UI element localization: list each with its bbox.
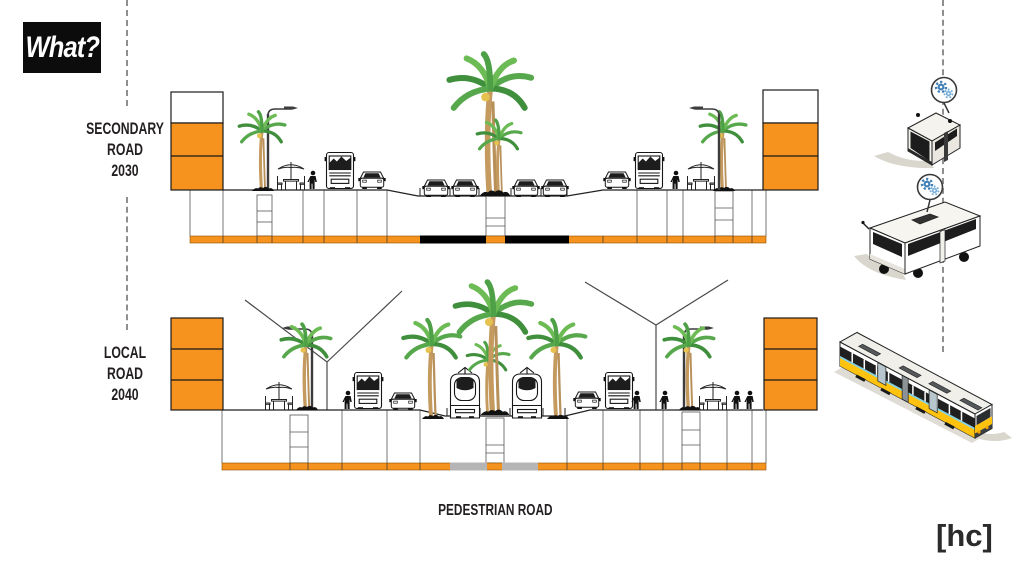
bus-body bbox=[861, 201, 982, 278]
bus-icon bbox=[633, 151, 665, 190]
tree-roots-icon bbox=[713, 186, 735, 191]
bus-icon bbox=[324, 151, 356, 190]
label-line: 2040 bbox=[111, 385, 139, 404]
building-left bbox=[170, 91, 224, 191]
person-icon bbox=[307, 170, 317, 189]
palm-tree-icon bbox=[279, 322, 333, 412]
car-icon bbox=[540, 179, 570, 198]
badge-stem bbox=[943, 102, 950, 114]
person-icon bbox=[731, 390, 741, 409]
autonomous-shuttle-icon bbox=[874, 68, 962, 169]
building-left bbox=[170, 317, 224, 411]
bus-icon bbox=[603, 371, 635, 410]
tram-front-icon bbox=[511, 366, 543, 419]
vehicle-shadow bbox=[874, 152, 934, 169]
tree-roots-icon bbox=[252, 186, 274, 191]
building-right bbox=[763, 317, 818, 411]
bus-icon bbox=[352, 371, 384, 410]
gears-icon bbox=[918, 175, 943, 200]
person-icon bbox=[744, 390, 754, 409]
tram-front-icon bbox=[449, 366, 481, 419]
cross-section-local-road-2040 bbox=[170, 272, 818, 471]
section-label-secondary-road-2030: SECONDARY ROAD 2030 bbox=[55, 118, 195, 181]
building-right bbox=[762, 89, 819, 191]
section-label-local-road-2040: LOCAL ROAD 2040 bbox=[55, 342, 195, 405]
tree-roots-icon bbox=[679, 405, 701, 410]
label-line: 2030 bbox=[111, 161, 139, 180]
underground-structure bbox=[189, 190, 767, 237]
street-lamp-icon bbox=[266, 105, 300, 192]
badge-stem bbox=[926, 199, 931, 213]
label-line: ROAD bbox=[106, 364, 144, 383]
cross-section-secondary-road-2030 bbox=[170, 70, 819, 244]
tram-body bbox=[838, 331, 994, 439]
cafe-umbrella-icon bbox=[687, 161, 715, 191]
palm-tree-icon bbox=[475, 118, 523, 198]
ground-profile bbox=[223, 189, 763, 197]
gears-icon bbox=[932, 78, 957, 103]
dashed-line-left-bottom bbox=[126, 197, 128, 330]
cafe-umbrella-icon bbox=[277, 161, 305, 191]
dashed-line-left-top bbox=[126, 0, 128, 106]
pedestrian-road-label: PEDESTRIAN ROAD bbox=[385, 502, 605, 520]
shuttle-body bbox=[906, 112, 962, 166]
ground-profile bbox=[223, 409, 763, 417]
person-icon bbox=[659, 390, 669, 409]
person-icon bbox=[342, 390, 352, 409]
car-icon bbox=[421, 179, 451, 198]
tram-icon bbox=[834, 331, 1012, 443]
hc-logo: [hc] bbox=[936, 518, 993, 553]
what-badge-label: What? bbox=[25, 30, 99, 64]
tree-roots-icon bbox=[296, 405, 318, 410]
vehicle-shadow bbox=[976, 432, 1012, 441]
car-icon bbox=[572, 391, 602, 410]
cafe-umbrella-icon bbox=[265, 381, 293, 411]
car-icon bbox=[388, 392, 418, 411]
autonomous-bus-icon bbox=[854, 170, 982, 280]
palm-tree-icon bbox=[662, 322, 716, 412]
what-badge: What? bbox=[23, 22, 101, 73]
overhead-masts bbox=[244, 279, 729, 410]
underground-strip bbox=[221, 462, 767, 471]
car-icon bbox=[602, 171, 632, 190]
car-icon bbox=[357, 171, 387, 190]
car-icon bbox=[511, 179, 541, 198]
underground-structure bbox=[221, 410, 767, 464]
person-icon bbox=[670, 170, 680, 189]
tree-roots-icon bbox=[480, 409, 510, 415]
pedestrian-road-text: PEDESTRIAN ROAD bbox=[437, 502, 553, 519]
cafe-umbrella-icon bbox=[699, 381, 727, 411]
label-line: LOCAL bbox=[103, 343, 147, 362]
label-line: ROAD bbox=[106, 140, 144, 159]
underground-strip bbox=[189, 235, 767, 244]
label-line: SECONDARY bbox=[86, 119, 164, 138]
car-icon bbox=[450, 179, 480, 198]
dashed-line-right bbox=[942, 0, 944, 352]
